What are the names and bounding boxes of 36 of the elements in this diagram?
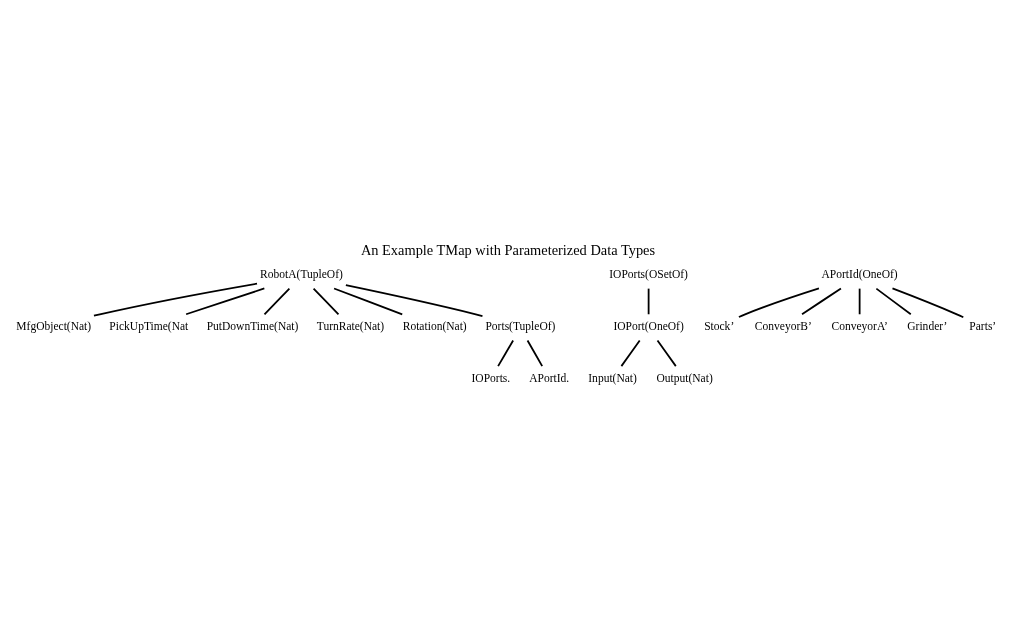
- node-text: Grinder’: [907, 320, 948, 333]
- diagram-title: An Example TMap with Parameterized Data Types: [360, 242, 656, 259]
- connector: [891, 287, 965, 319]
- node-text: ConveyorB’: [754, 320, 812, 333]
- node-text: ConveyorA’: [831, 320, 888, 333]
- node-text: IOPorts(OSetOf): [609, 268, 688, 281]
- connector: [93, 282, 258, 317]
- node-text: Stock’: [704, 320, 735, 333]
- node-text: RobotA(TupleOf): [260, 268, 343, 281]
- connector: [263, 287, 291, 316]
- connector: [875, 287, 912, 316]
- node-text: IOPort(OneOf): [613, 320, 684, 333]
- node-text: APortId.: [529, 371, 570, 384]
- connector: [620, 339, 641, 367]
- node-text: APortId(OneOf): [821, 268, 898, 281]
- node-text: Input(Nat): [588, 371, 637, 384]
- node-text: Output(Nat): [656, 371, 713, 384]
- connector: [801, 287, 842, 316]
- node-text: PutDownTime(Nat): [206, 320, 299, 333]
- node-text: IOPorts.: [471, 371, 511, 384]
- node-text: Ports(TupleOf): [485, 320, 556, 333]
- node-text: Rotation(Nat): [402, 320, 467, 333]
- connector: [497, 339, 515, 367]
- node-text: MfgObject(Nat): [16, 320, 92, 333]
- connector: [185, 287, 266, 316]
- connector: [312, 287, 340, 316]
- node-text: Parts’: [969, 320, 997, 333]
- connector: [344, 284, 484, 317]
- connector: [738, 287, 820, 318]
- connector: [858, 287, 861, 316]
- node-text: PickUpTime(Nat: [109, 320, 189, 333]
- node-text: TurnRate(Nat): [316, 320, 385, 333]
- connector: [526, 339, 544, 367]
- connector: [656, 339, 677, 367]
- connector: [647, 287, 650, 316]
- connector: [333, 287, 404, 316]
